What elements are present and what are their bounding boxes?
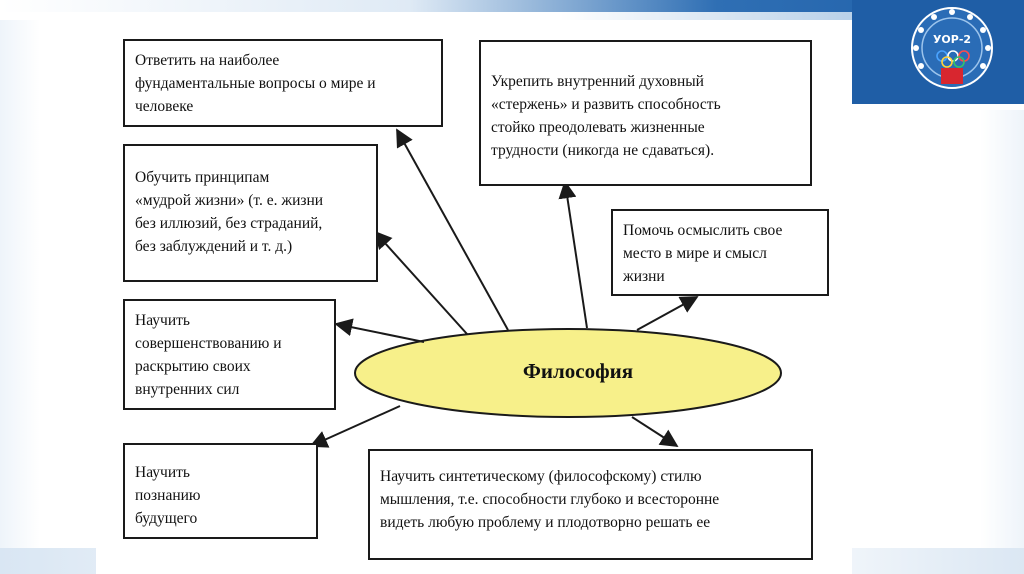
arrow-to-inner-core (558, 180, 588, 329)
background-top-band (0, 0, 1024, 12)
arrow-to-fundamental-questions (396, 128, 509, 331)
box-future-knowledge: Научить познанию будущего (123, 443, 318, 539)
school-logo: УОР-2 (852, 0, 1024, 104)
philosophy-ellipse (354, 328, 782, 418)
box-synthetic-thinking: Научить синтетическому (философскому) ст… (368, 449, 813, 560)
arrow-to-future-knowledge (309, 405, 401, 448)
philosophy-label: Философия (522, 359, 634, 383)
background-right-stripe (980, 110, 1024, 548)
background-top-accent (560, 12, 1024, 20)
box-self-improvement: Научить совершенствованию и раскрытию св… (123, 299, 336, 410)
box-inner-core: Укрепить внутренний духовный «стержень» … (479, 40, 812, 186)
logo-text: УОР-2 (933, 33, 971, 46)
arrow-to-self-improvement (334, 318, 425, 343)
box-place-in-world: Помочь осмыслить свое место в мире и смы… (611, 209, 829, 296)
box-wise-life: Обучить принципам «мудрой жизни» (т. е. … (123, 144, 378, 282)
logo-emblem-icon: УОР-2 (911, 7, 993, 89)
arrow-to-synthetic-thinking (631, 416, 679, 447)
box-fundamental-questions: Ответить на наиболее фундаментальные воп… (123, 39, 443, 127)
arrow-to-wise-life (373, 230, 468, 335)
arrow-to-place-in-world (636, 296, 699, 331)
background-left-stripe (0, 20, 40, 548)
